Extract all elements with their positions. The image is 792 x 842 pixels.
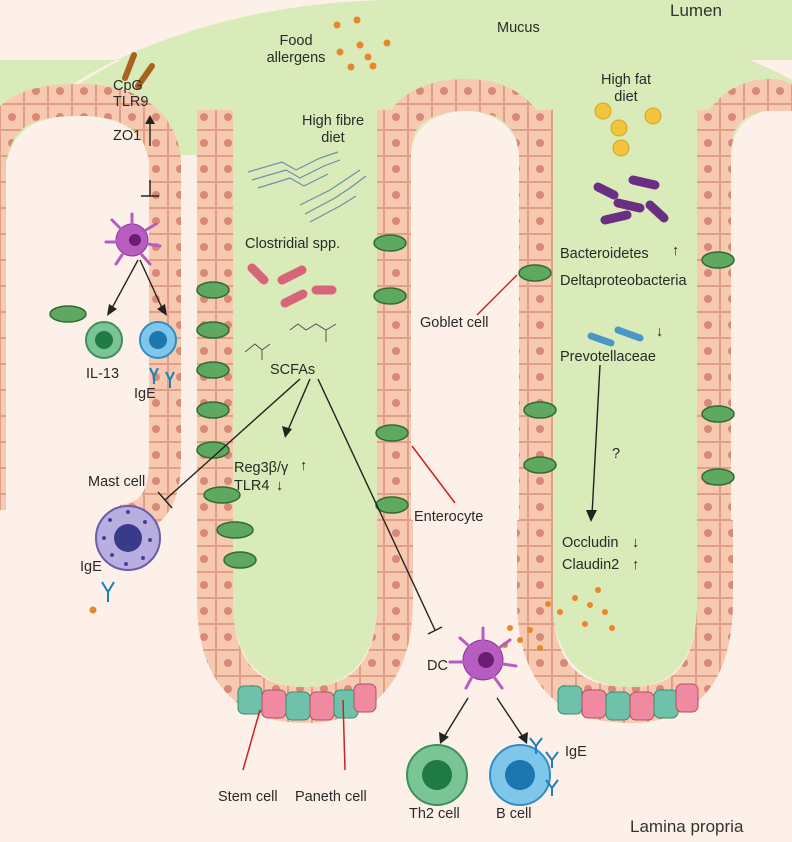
occludin-arrow: ↓ — [632, 535, 640, 551]
fat-globules — [594, 102, 662, 157]
b-cell-label: B cell — [496, 806, 532, 822]
tlr4-arrow: ↓ — [276, 478, 284, 494]
crypt-base-cells — [237, 683, 699, 721]
zo1-label: ZO1 — [113, 128, 142, 144]
enterocyte-label: Enterocyte — [414, 509, 484, 525]
dendritic-cell-bottom — [448, 626, 518, 690]
high-fibre-diet-label: High fibre diet — [301, 113, 365, 146]
bacteroidetes-label: Bacteroidetes — [560, 246, 649, 262]
prevotellaceae-bacteria — [587, 326, 644, 347]
reg3-label: Reg3β/γ — [234, 460, 289, 476]
occludin-label: Occludin — [562, 535, 619, 551]
mast-cell-label: Mast cell — [88, 474, 146, 490]
ige-left-label: IgE — [134, 386, 156, 402]
dc-label: DC — [427, 658, 448, 674]
ige-mast-label: IgE — [80, 559, 102, 575]
deltaproteobacteria-label: Deltaproteobacteria — [560, 273, 687, 289]
cpg-bacteria — [122, 52, 155, 89]
fibre-strands — [247, 151, 367, 223]
bacteroidetes-arrow: ↑ — [672, 243, 680, 259]
prevotellaceae-label: Prevotellaceae — [560, 349, 656, 365]
goblet-cell-label: Goblet cell — [420, 315, 489, 331]
claudin2-arrow: ↑ — [632, 557, 640, 573]
paneth-cell-label: Paneth cell — [295, 789, 367, 805]
stem-cell-label: Stem cell — [218, 789, 278, 805]
bacteroidetes-bacteria — [593, 175, 669, 225]
mucus-label: Mucus — [497, 20, 540, 36]
high-fat-diet-label: High fat diet — [601, 72, 651, 105]
question-label: ? — [612, 446, 621, 462]
pointer-lines — [242, 274, 518, 771]
prevotellaceae-arrow: ↓ — [656, 324, 664, 340]
tlr9-label: TLR9 — [113, 94, 149, 110]
ige-antibodies-left — [149, 367, 175, 388]
food-allergens-label: Food allergens — [266, 33, 326, 66]
pathway-arrows — [111, 180, 601, 738]
ige-bcell-label: IgE — [565, 744, 587, 760]
goblet-cells — [49, 234, 735, 569]
tlr4-label: TLR4 — [234, 478, 270, 494]
clostridial-label: Clostridial spp. — [245, 236, 341, 252]
lumen-label: Lumen — [670, 1, 722, 20]
scfas-label: SCFAs — [270, 362, 316, 378]
clostridial-bacteria — [247, 263, 337, 308]
reg3-arrow: ↑ — [300, 458, 308, 474]
ige-antibodies-bcell — [529, 737, 559, 796]
dendritic-cell-top — [104, 212, 162, 266]
claudin2-label: Claudin2 — [562, 557, 620, 573]
il13-label: IL-13 — [86, 366, 120, 382]
scfa-molecules — [244, 323, 337, 360]
cpg-label: CpG — [113, 78, 143, 94]
lamina-propria-label: Lamina propria — [630, 817, 744, 836]
th2-cell-label: Th2 cell — [409, 806, 460, 822]
